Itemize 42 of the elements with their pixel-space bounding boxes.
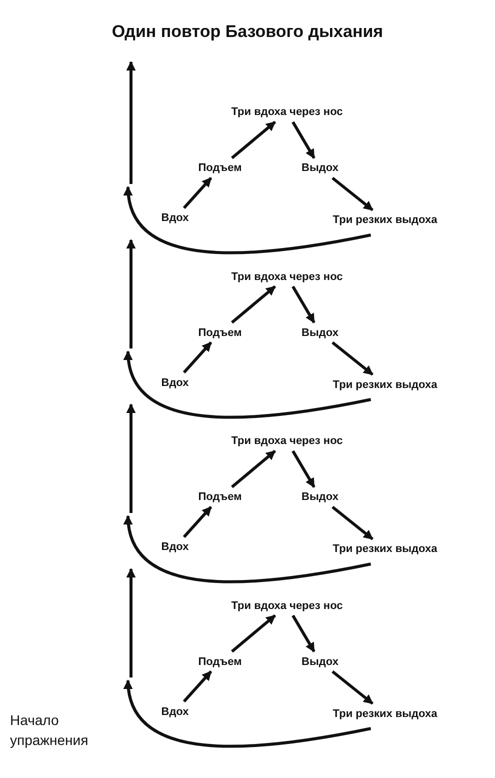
step-label: Три вдоха через нос: [229, 434, 345, 448]
step-label: Три резких выдоха: [330, 378, 440, 392]
step-label: Вдох: [159, 540, 191, 554]
step-label: Три вдоха через нос: [229, 270, 345, 284]
arrow: [332, 506, 374, 540]
arrow: [332, 670, 374, 705]
arrow: [182, 177, 212, 209]
start-note: Начало упражнения: [10, 711, 90, 750]
step-label: Три резких выдоха: [330, 213, 440, 227]
arrow: [231, 285, 276, 324]
step-label: Вдох: [159, 376, 191, 390]
step-label: Выдох: [300, 161, 340, 175]
step-label: Подъем: [196, 161, 244, 175]
step-label: Вдох: [159, 211, 191, 225]
title: Один повтор Базового дыхания: [110, 22, 384, 42]
arrow: [332, 341, 374, 376]
step-label: Подъем: [196, 490, 244, 504]
arrow: [182, 506, 212, 538]
curved-arrow: [124, 350, 372, 419]
arrow: [182, 342, 212, 374]
curved-arrow: [124, 515, 372, 584]
step-label: Вдох: [159, 704, 191, 718]
step-label: Три вдоха через нос: [229, 105, 345, 119]
step-label: Подъем: [196, 654, 244, 668]
arrow: [292, 121, 316, 159]
arrow: [231, 120, 276, 160]
arrow: [292, 286, 316, 324]
arrow: [182, 670, 212, 702]
step-label: Три резких выдоха: [330, 706, 440, 720]
arrow: [231, 614, 276, 653]
arrow: [332, 176, 374, 212]
step-label: Выдох: [300, 490, 340, 504]
step-label: Выдох: [300, 326, 340, 340]
step-label: Выдох: [300, 654, 340, 668]
arrow: [231, 450, 276, 488]
step-label: Три вдоха через нос: [229, 598, 345, 612]
step-label: Три резких выдоха: [330, 542, 440, 556]
arrow: [292, 614, 316, 652]
curved-arrow: [124, 680, 372, 748]
curved-arrow: [124, 186, 372, 254]
step-label: Подъем: [196, 326, 244, 340]
arrow: [292, 450, 316, 488]
